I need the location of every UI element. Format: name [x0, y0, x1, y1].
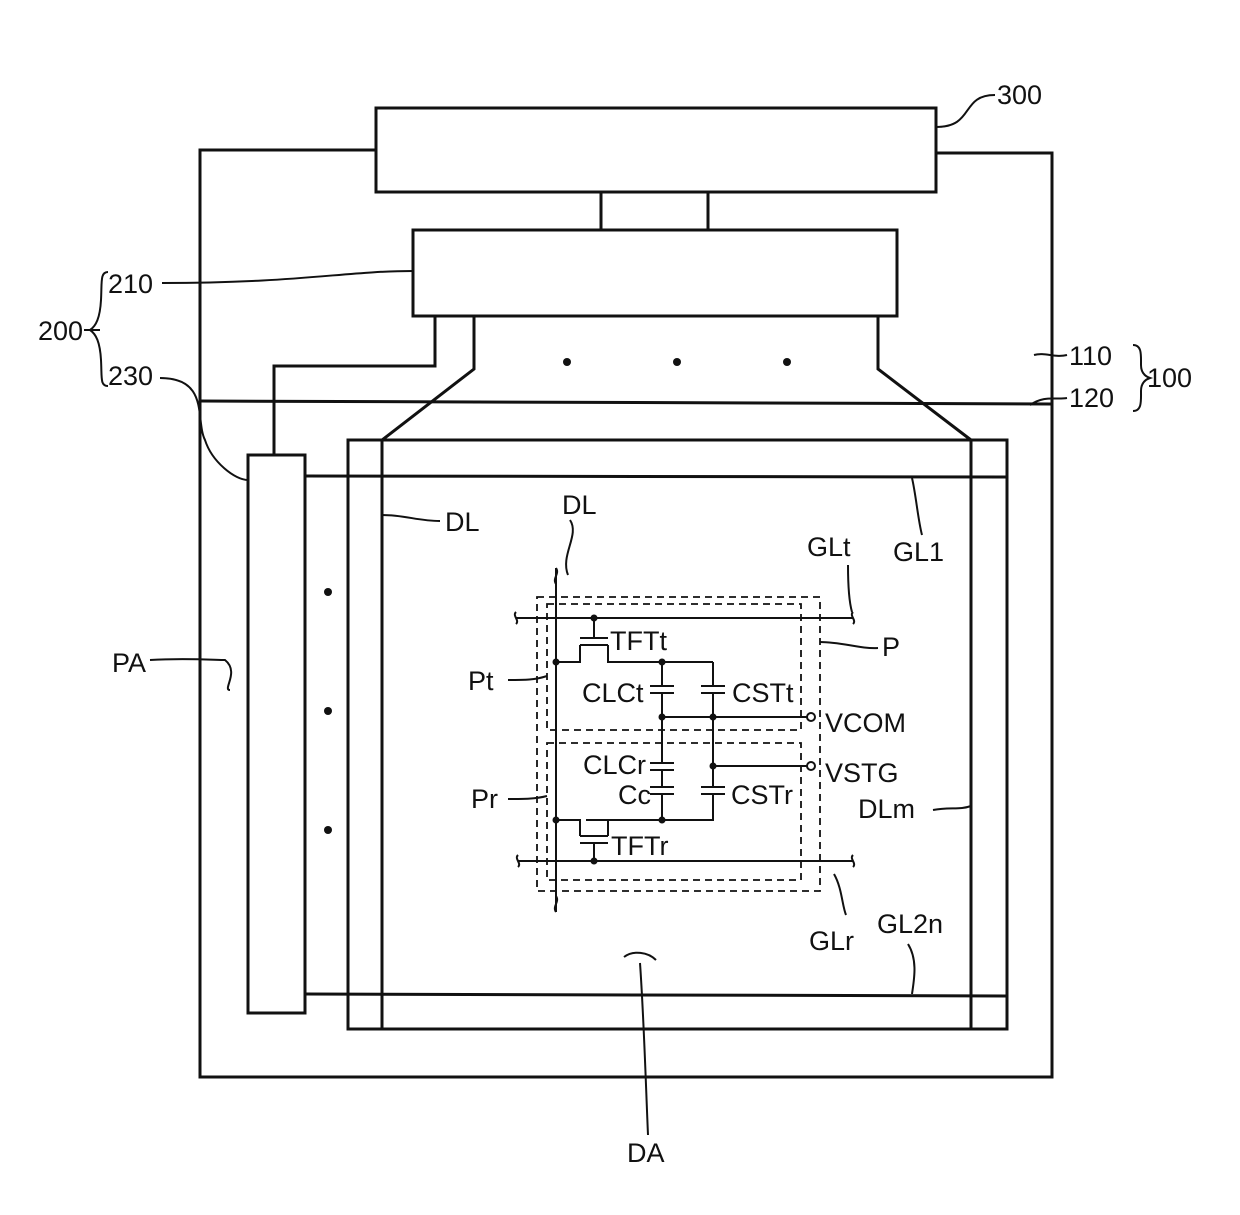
- pixel-circuit: [515, 568, 854, 912]
- label-clcr: CLCr: [583, 750, 646, 780]
- fanout-dot-2: [673, 358, 681, 366]
- label-200: 200: [38, 316, 83, 346]
- vcom-terminal: [807, 713, 815, 721]
- label-110: 110: [1069, 341, 1112, 371]
- controller-block-300: [376, 108, 936, 192]
- label-120: 120: [1069, 383, 1114, 413]
- label-dlm: DLm: [858, 794, 915, 824]
- label-100: 100: [1147, 363, 1192, 393]
- connector-210-230: [274, 316, 435, 455]
- label-pt: Pt: [468, 666, 494, 696]
- label-gl1: GL1: [893, 537, 944, 567]
- fanout-dot-3: [783, 358, 791, 366]
- label-gl2n: GL2n: [877, 909, 943, 939]
- gate-dot-1: [324, 588, 332, 596]
- label-vcom: VCOM: [825, 708, 906, 738]
- label-p: P: [882, 632, 900, 662]
- label-230: 230: [108, 361, 153, 391]
- gate-dot-2: [324, 707, 332, 715]
- leader-lines: [84, 95, 1067, 1135]
- label-da: DA: [627, 1138, 665, 1168]
- gate-line-gl1: [305, 476, 1007, 477]
- label-tftt: TFTt: [610, 626, 667, 656]
- label-cstr: CSTr: [731, 780, 793, 810]
- label-tftr: TFTr: [611, 831, 668, 861]
- data-fanout: [382, 316, 474, 440]
- gate-line-gl2n: [305, 994, 1007, 996]
- label-dl-top: DL: [562, 490, 597, 520]
- label-vstg: VSTG: [825, 758, 899, 788]
- label-300: 300: [997, 80, 1042, 110]
- gate-driver-block-230: [248, 455, 305, 1013]
- fanout-dot-1: [563, 358, 571, 366]
- transistor-tftr: [553, 817, 609, 865]
- data-driver-block-210: [413, 230, 897, 316]
- label-pa: PA: [112, 648, 146, 678]
- vstg-terminal: [807, 762, 815, 770]
- label-dl-left: DL: [445, 507, 480, 537]
- label-cc: Cc: [618, 780, 651, 810]
- pixel-region-pt: [547, 604, 801, 730]
- label-glr: GLr: [809, 926, 854, 956]
- label-clct: CLCt: [582, 678, 644, 708]
- pixel-region-p: [537, 597, 820, 891]
- label-210: 210: [108, 269, 153, 299]
- label-glt: GLt: [807, 532, 851, 562]
- label-pr: Pr: [471, 784, 498, 814]
- gate-dot-3: [324, 826, 332, 834]
- label-cstt: CSTt: [732, 678, 794, 708]
